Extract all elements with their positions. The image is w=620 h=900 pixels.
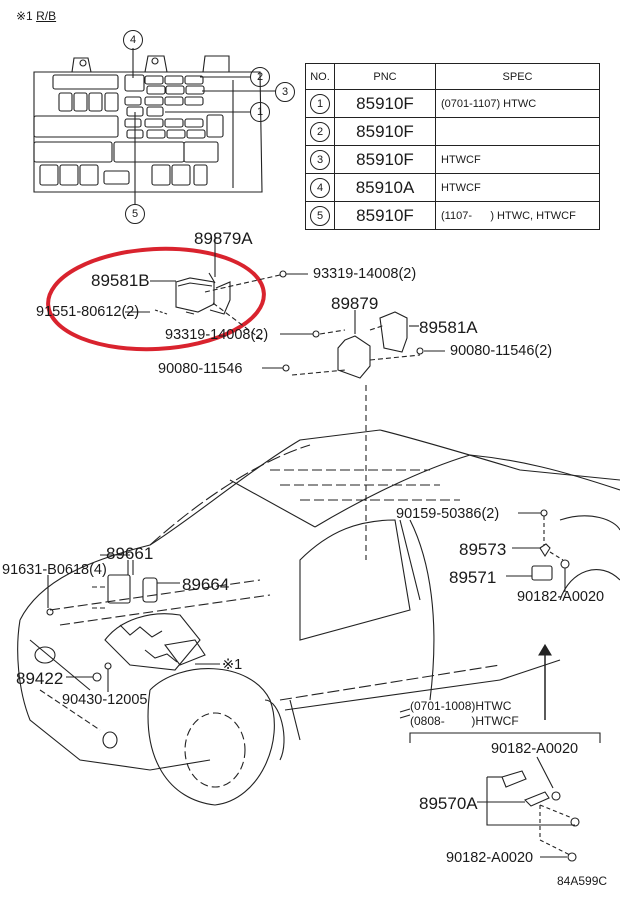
- spec-table: NO. PNC SPEC 1 85910F (0701-1107) HTWC 2…: [305, 63, 600, 230]
- spec-note-1: (0701-1008)HTWC: [410, 699, 512, 713]
- figure-code: 84A599C: [557, 874, 608, 888]
- table-row: 2 85910F: [305, 117, 600, 146]
- part-label-89581B[interactable]: 89581B: [91, 271, 150, 290]
- part-label-89581A[interactable]: 89581A: [419, 318, 478, 337]
- part-label-90159-50386[interactable]: 90159-50386(2): [396, 506, 500, 522]
- engine-bay-drawing: [46, 554, 271, 692]
- table-row: 4 85910A HTWCF: [305, 173, 600, 202]
- table-row: 5 85910F (1107- ) HTWC, HTWCF: [305, 201, 600, 230]
- sensor-bracket-drawing: [262, 310, 445, 560]
- highlight-ellipse: [46, 246, 266, 352]
- part-label-89571[interactable]: 89571: [449, 568, 497, 587]
- row-number: 3: [310, 149, 330, 170]
- part-label-93319-14008-lower[interactable]: 93319-14008(2): [165, 327, 269, 343]
- note-mark: ※1: [16, 9, 33, 23]
- row-spec: [435, 117, 600, 146]
- row-spec: HTWCF: [435, 173, 600, 202]
- note-label: R/B: [36, 9, 57, 23]
- lower-assembly-drawing: [399, 708, 601, 862]
- part-label-90430-12005[interactable]: 90430-12005: [62, 692, 148, 708]
- row-spec: (1107- ) HTWC, HTWCF: [435, 201, 600, 230]
- row-number: 1: [310, 93, 330, 114]
- part-label-89879A[interactable]: 89879A: [194, 229, 253, 248]
- callout-1: 1: [250, 102, 270, 122]
- row-pnc: 85910F: [334, 89, 436, 118]
- relay-box-reference[interactable]: ※1: [222, 657, 243, 673]
- part-label-89573[interactable]: 89573: [459, 540, 507, 559]
- row-spec: (0701-1107) HTWC: [435, 89, 600, 118]
- highlighted-sensor-bracket-drawing: [125, 235, 308, 341]
- part-label-90080-11546[interactable]: 90080-11546: [158, 361, 243, 377]
- column-header-spec: SPEC: [435, 63, 600, 90]
- column-header-pnc: PNC: [334, 63, 436, 90]
- part-label-90182-A0020-side[interactable]: 90182-A0020: [517, 589, 605, 605]
- row-number: 2: [310, 121, 330, 142]
- truck-drawing: [17, 429, 620, 806]
- row-number: 4: [310, 177, 330, 198]
- part-label-90080-11546-2[interactable]: 90080-11546(2): [450, 343, 553, 359]
- row-pnc: 85910F: [334, 117, 436, 146]
- row-spec: HTWCF: [435, 145, 600, 174]
- relay-box-note: ※1 R/B: [16, 10, 56, 22]
- table-row: 1 85910F (0701-1107) HTWC: [305, 89, 600, 118]
- callout-2: 2: [250, 67, 270, 87]
- part-label-93319-14008[interactable]: 93319-14008(2): [313, 266, 417, 282]
- table-row: 3 85910F HTWCF: [305, 145, 600, 174]
- part-label-91631-B0618[interactable]: 91631-B0618(4): [2, 562, 107, 578]
- spec-table-header: NO. PNC SPEC: [305, 63, 600, 90]
- row-pnc: 85910F: [334, 145, 436, 174]
- part-label-91551-80612[interactable]: 91551-80612(2): [36, 304, 140, 320]
- callout-4: 4: [123, 30, 143, 50]
- part-label-89664[interactable]: 89664: [182, 575, 230, 594]
- relay-box-leaders: [132, 48, 276, 204]
- side-sensor-drawing: [506, 509, 570, 720]
- part-label-90182-A0020-lower[interactable]: 90182-A0020: [446, 850, 534, 866]
- part-label-89570A[interactable]: 89570A: [419, 794, 478, 813]
- part-label-90182-A0020-upper[interactable]: 90182-A0020: [491, 741, 579, 757]
- relay-box-drawing: [33, 55, 263, 193]
- callout-5: 5: [125, 204, 145, 224]
- row-pnc: 85910F: [334, 201, 436, 230]
- column-header-no: NO.: [305, 63, 335, 90]
- row-pnc: 85910A: [334, 173, 436, 202]
- spec-note-2: (0808- )HTWCF: [410, 714, 519, 728]
- part-label-89879[interactable]: 89879: [331, 294, 379, 313]
- callout-3: 3: [275, 82, 295, 102]
- part-label-89661[interactable]: 89661: [106, 544, 154, 563]
- part-label-89422[interactable]: 89422: [16, 669, 64, 688]
- row-number: 5: [310, 205, 330, 226]
